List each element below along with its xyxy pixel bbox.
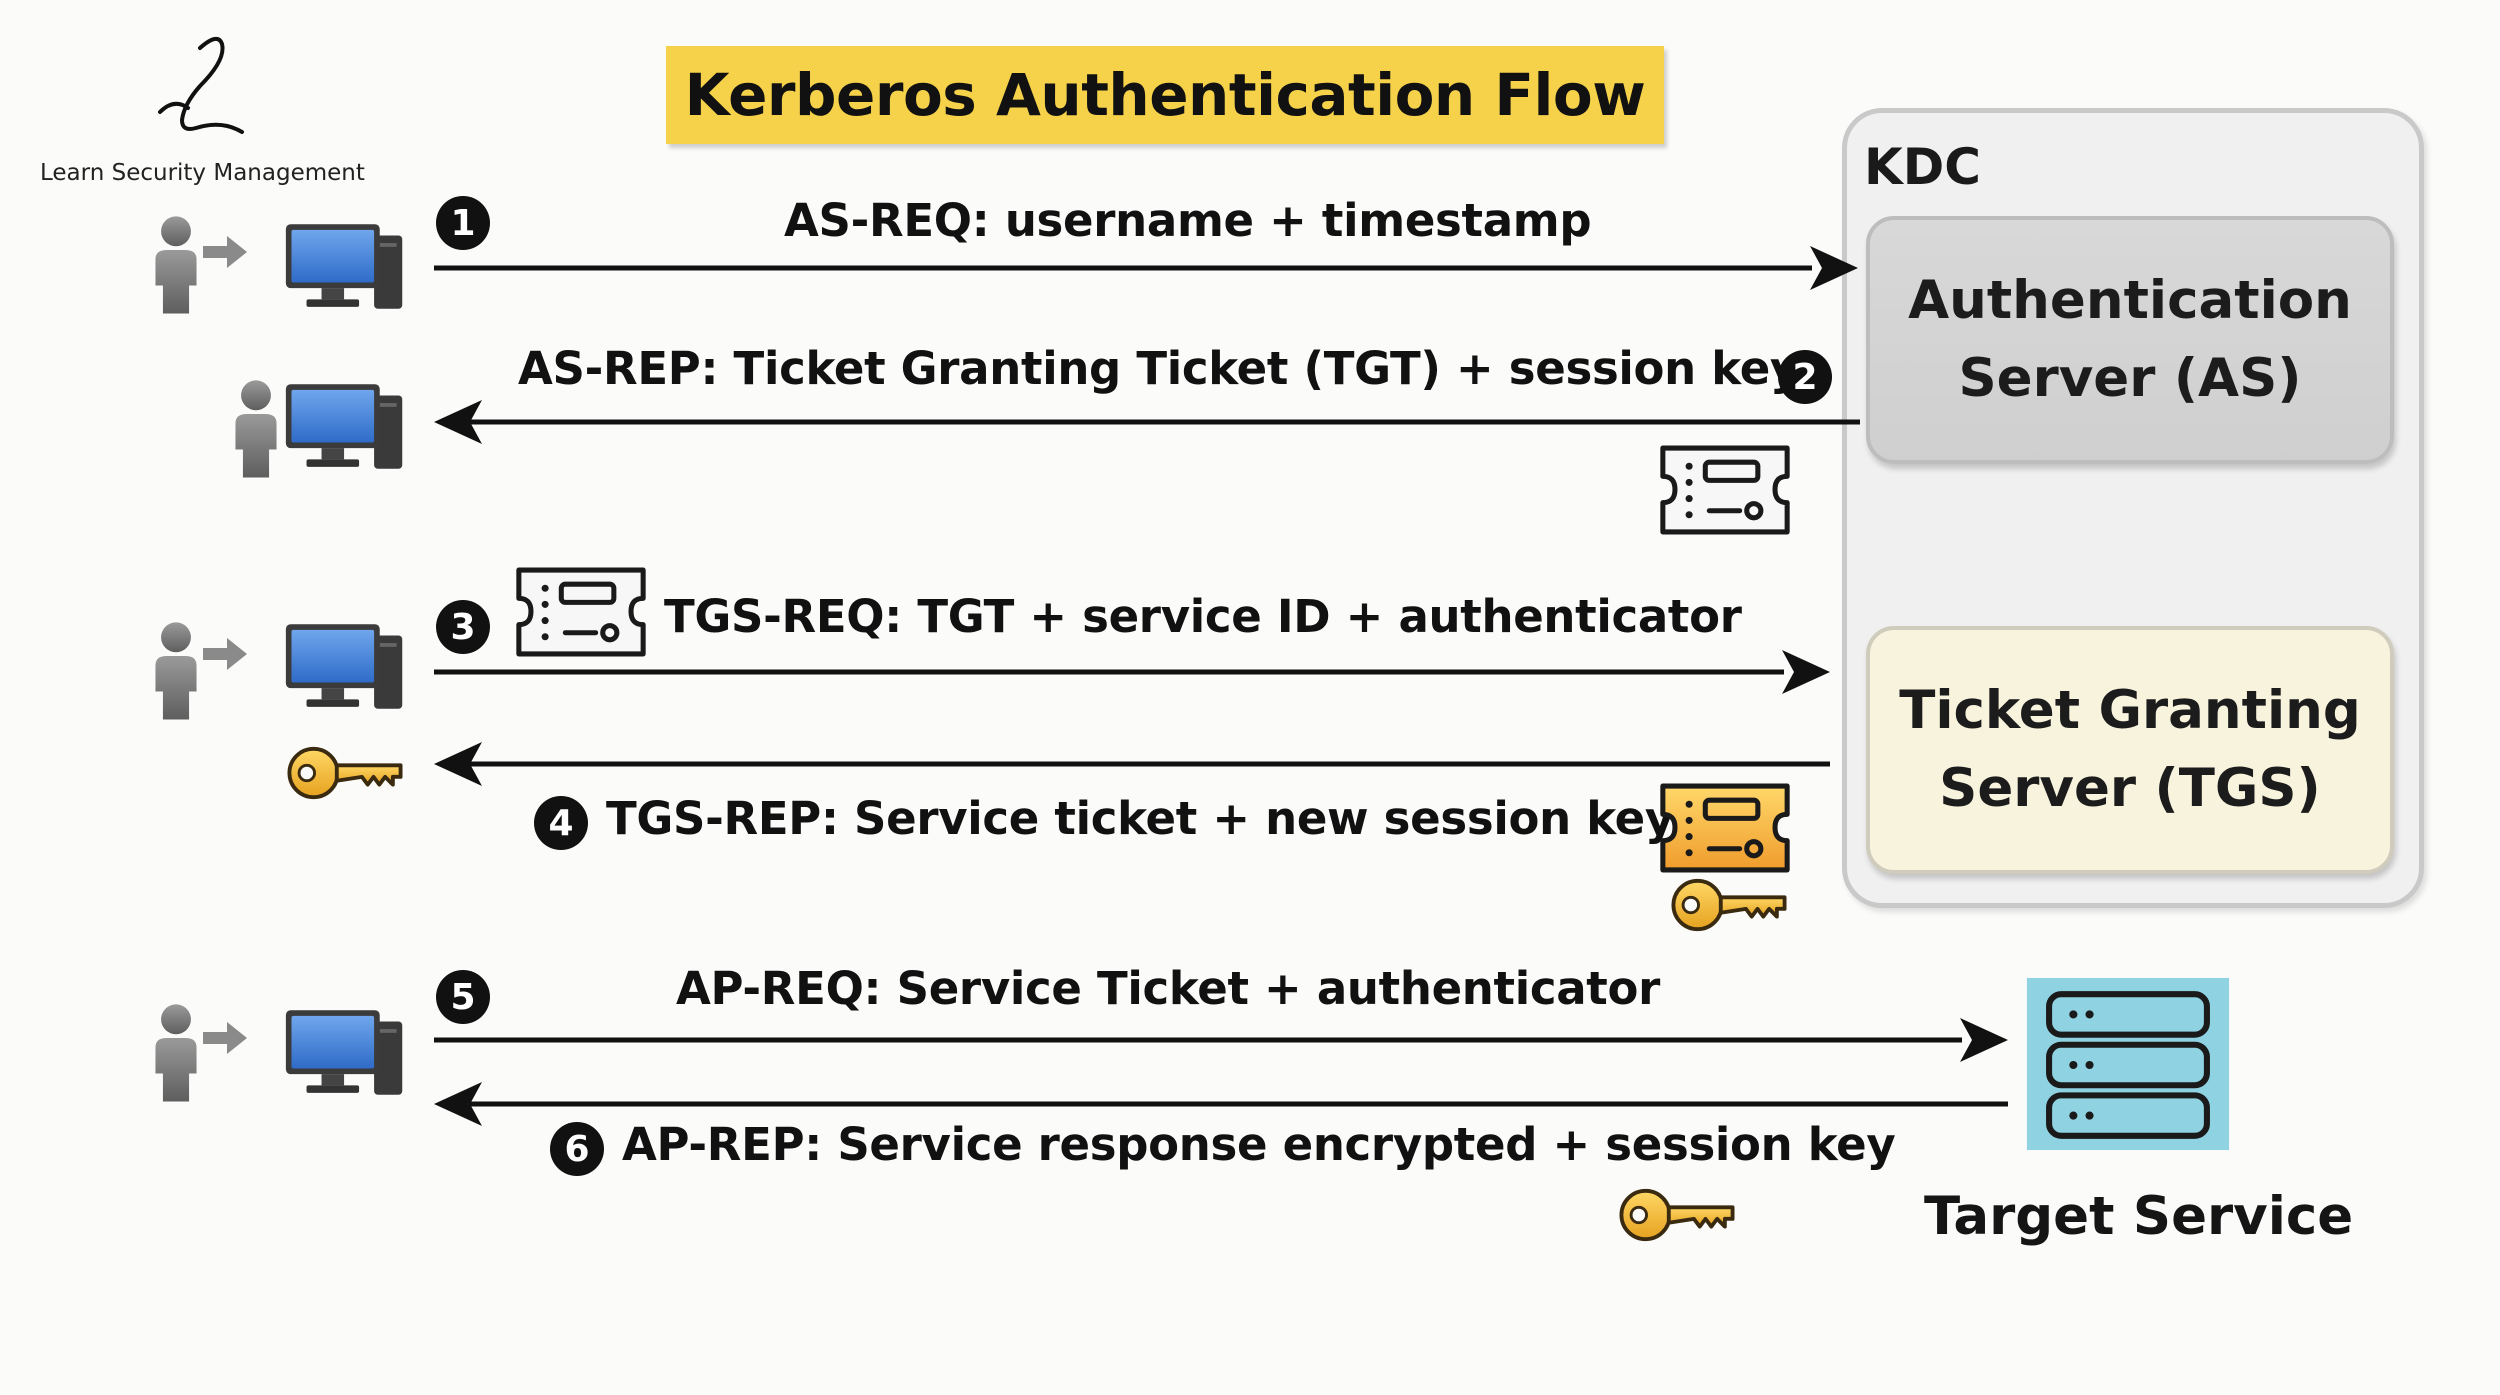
title-banner: Kerberos Authentication Flow [666,46,1664,144]
as-label-line1: Authentication [1908,270,2352,331]
step-badge-1: 1 [436,196,490,250]
step-label-4: TGS-REP: Service ticket + new session ke… [606,792,1674,845]
arrowhead-step-3 [1782,650,1830,694]
step-label-1: AS-REQ: username + timestamp [784,194,1592,247]
tgs-label-line2: Server (TGS) [1939,758,2321,819]
arrowhead-step-1 [1810,246,1858,290]
step-badge-6: 6 [550,1122,604,1176]
ticket-icon [1656,442,1794,538]
key-icon [1616,1186,1738,1244]
key-icon [1668,876,1790,934]
as-label-line2: Server (AS) [1958,348,2302,409]
logo-text: Learn Security Management [40,160,365,186]
target-service-label: Target Service [1924,1186,2354,1247]
step-label-3: TGS-REQ: TGT + service ID + authenticato… [664,590,1742,643]
arrowhead-step-4 [434,742,482,786]
ticket-icon [512,564,650,660]
step-label-5: AP-REQ: Service Ticket + authenticator [676,962,1661,1015]
step-badge-4: 4 [534,796,588,850]
ticket-granting-server-box: Ticket Granting Server (TGS) [1866,626,2394,874]
page-title: Kerberos Authentication Flow [684,61,1646,129]
logo-icon [158,36,244,134]
authentication-server-box: Authentication Server (AS) [1866,216,2394,464]
step-label-6: AP-REP: Service response encrypted + ses… [622,1118,1896,1171]
step-badge-3: 3 [436,600,490,654]
tgs-label-line1: Ticket Granting [1899,680,2361,741]
arrowhead-step-5 [1960,1018,2008,1062]
arrowhead-step-2 [434,400,482,444]
step-label-2: AS-REP: Ticket Granting Ticket (TGT) + s… [518,342,1799,395]
arrowhead-step-6 [434,1082,482,1126]
step-badge-5: 5 [436,970,490,1024]
step-badge-2: 2 [1778,350,1832,404]
kdc-label: KDC [1864,138,1981,196]
ticket-icon [1656,780,1794,876]
